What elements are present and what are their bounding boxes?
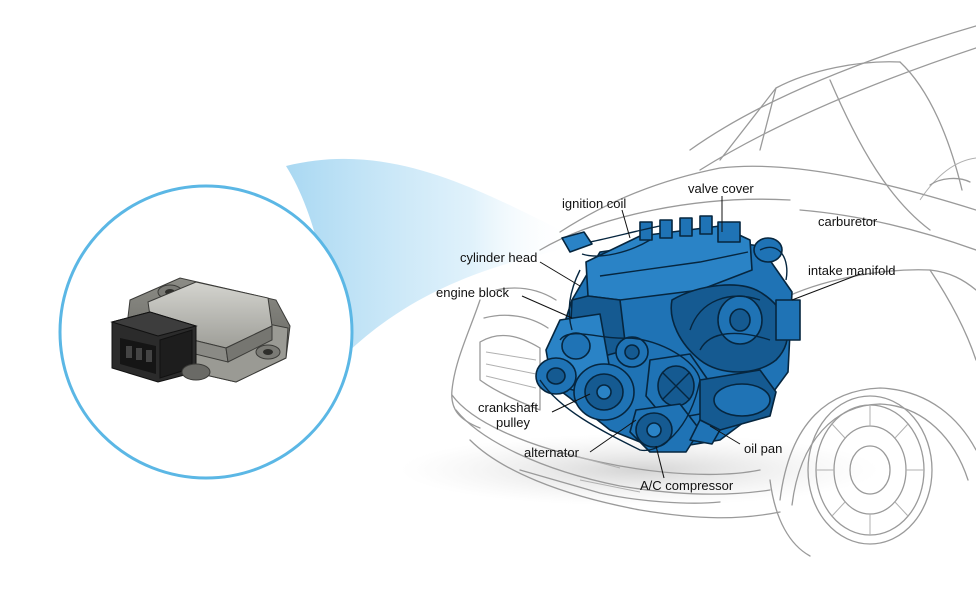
leader-lines: [521, 196, 861, 479]
label-alternator: alternator: [524, 445, 580, 460]
label-ac-compressor: A/C compressor: [640, 478, 734, 493]
label-engine-block: engine block: [436, 285, 509, 300]
label-oil-pan: oil pan: [744, 441, 782, 456]
car-ground-shadow: [400, 434, 880, 506]
ignition-coil-shape: [561, 231, 593, 253]
label-pulley: pulley: [496, 415, 530, 430]
zoom-beam: [286, 158, 572, 360]
ignition-module-icon: [110, 277, 291, 383]
car-outline: [451, 25, 976, 557]
label-carburetor: carburetor: [818, 214, 878, 229]
label-ignition-coil: ignition coil: [562, 196, 626, 211]
label-valve-cover: valve cover: [688, 181, 754, 196]
label-crankshaft: crankshaft: [478, 400, 538, 415]
engine-assembly: [535, 215, 801, 453]
label-cylinder-head: cylinder head: [460, 250, 537, 265]
label-intake-manifold: intake manifold: [808, 263, 895, 278]
